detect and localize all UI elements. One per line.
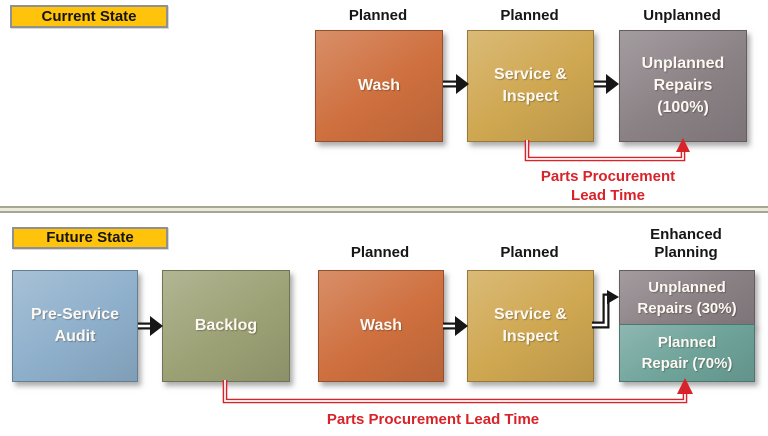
box-pre-service-audit-label: Pre-Service Audit bbox=[30, 306, 120, 345]
box-planned-repair-future: Planned Repair (70%) bbox=[619, 324, 755, 382]
box-backlog-label: Backlog bbox=[194, 317, 258, 334]
lane-header-current-repairs: Unplanned bbox=[643, 7, 721, 24]
box-unplanned-repairs-current: Unplanned Repairs (100%) bbox=[619, 30, 747, 142]
box-service-inspect-current-label: Service & Inspect bbox=[494, 66, 567, 105]
box-planned-repair-future-label: Planned Repair (70%) bbox=[641, 334, 733, 372]
arrow-service-to-unplanned-future bbox=[592, 290, 619, 329]
box-service-inspect-current: Service & Inspect bbox=[467, 30, 594, 142]
box-wash-current-label: Wash bbox=[357, 77, 401, 94]
arrow-service-to-repairs-current bbox=[594, 74, 619, 94]
box-backlog: Backlog bbox=[162, 270, 290, 382]
current-state-tag: Current State bbox=[10, 5, 168, 28]
box-wash-future: Wash bbox=[318, 270, 444, 382]
lane-header-current-wash: Planned bbox=[348, 7, 408, 24]
box-unplanned-repairs-future: Unplanned Repairs (30%) bbox=[619, 270, 755, 326]
box-wash-current: Wash bbox=[315, 30, 443, 142]
lane-header-future-service: Planned bbox=[500, 244, 559, 261]
section-divider bbox=[0, 206, 768, 213]
arrow-audit-to-backlog bbox=[138, 316, 163, 336]
box-pre-service-audit: Pre-Service Audit bbox=[12, 270, 138, 382]
box-wash-future-label: Wash bbox=[359, 317, 403, 334]
lane-header-future-repairs: Enhanced Planning bbox=[650, 226, 722, 261]
lane-header-current-service: Planned bbox=[500, 7, 559, 24]
arrow-wash-to-service-current bbox=[443, 74, 469, 94]
future-state-tag: Future State bbox=[12, 227, 168, 249]
parts-procurement-lead-time-label-current: Parts Procurement Lead Time bbox=[540, 168, 676, 204]
box-unplanned-repairs-future-label: Unplanned Repairs (30%) bbox=[637, 279, 737, 317]
box-unplanned-repairs-current-label: Unplanned Repairs (100%) bbox=[641, 55, 725, 116]
lane-header-future-wash: Planned bbox=[350, 244, 410, 261]
parts-procurement-lead-time-label-future: Parts Procurement Lead Time bbox=[326, 411, 540, 428]
arrow-wash-to-service-future bbox=[443, 316, 468, 336]
box-service-inspect-future: Service & Inspect bbox=[467, 270, 594, 382]
box-service-inspect-future-label: Service & Inspect bbox=[494, 306, 567, 345]
